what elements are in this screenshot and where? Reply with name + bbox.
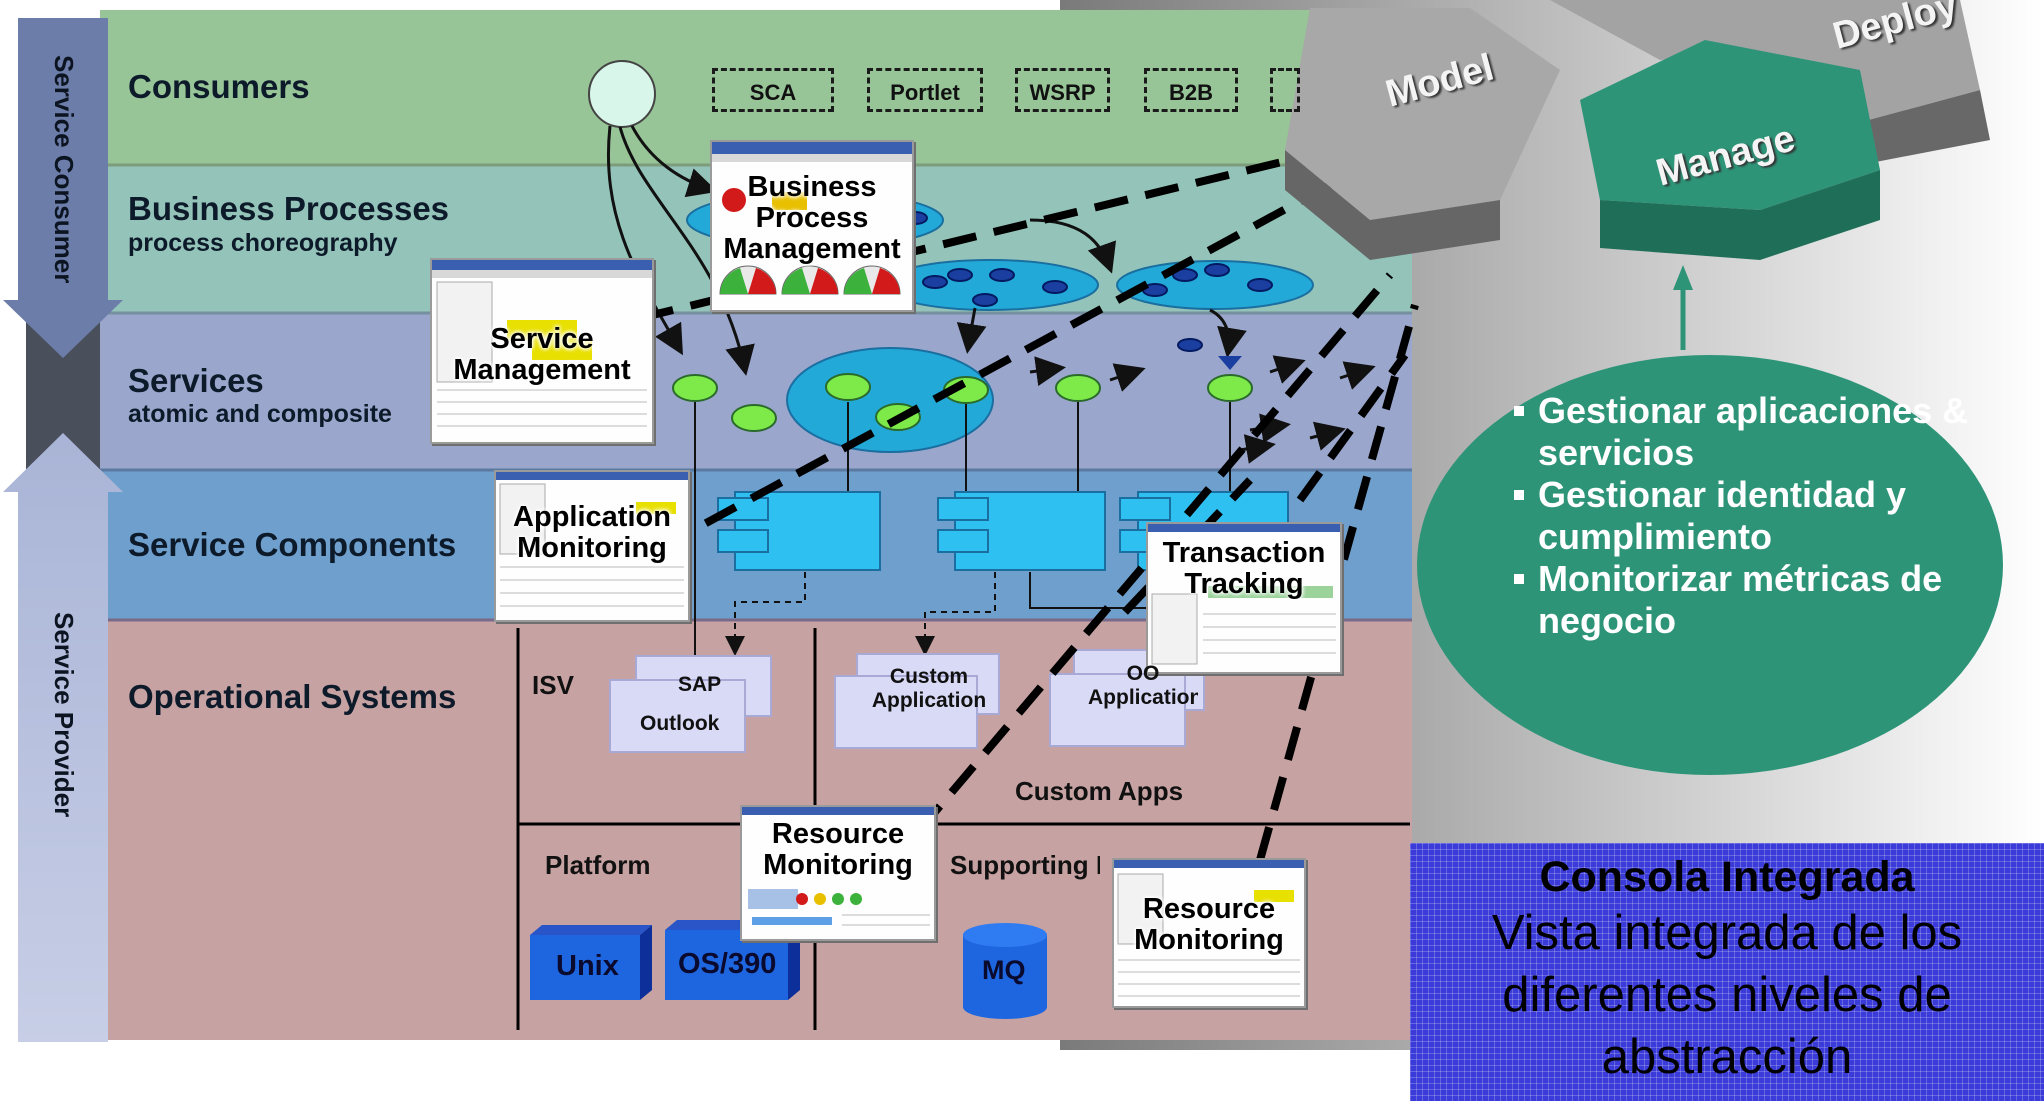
platform-label: Platform: [545, 850, 651, 880]
services-sub: atomic and composite: [128, 400, 392, 428]
oo-application-text: OO Application: [1088, 662, 1198, 709]
app-monitoring-screenshot: Application Monitoring: [494, 470, 690, 622]
resource-monitoring-screenshot-1: Resource Monitoring: [740, 805, 936, 941]
service-management-title: Service Management: [453, 323, 631, 386]
protocol-wsrp: WSRP: [1015, 68, 1110, 112]
outlook-label: Outlook: [640, 712, 720, 735]
business-processes-sub: process choreography: [128, 229, 398, 257]
protocol-more: [1270, 68, 1300, 112]
manage-oval: [1417, 355, 2003, 775]
custom-application-label: Custom Application: [871, 665, 987, 712]
console-body: Vista integrada de los diferentes nivele…: [1491, 906, 1963, 1084]
service-consumer-label: Service Consumer: [49, 55, 79, 284]
sap-label: SAP: [678, 673, 722, 696]
protocol-b2b: B2B: [1144, 68, 1238, 112]
manage-point: Monitorizar métricas de negocio: [1510, 558, 2010, 642]
resource-monitoring-screenshot-2: Resource Monitoring: [1112, 858, 1306, 1008]
integrated-console-box: Consola Integrada Vista integrada de los…: [1410, 843, 2044, 1101]
manage-point: Gestionar aplicaciones & servicios: [1510, 390, 2010, 474]
operational-systems-label: Operational Systems: [128, 678, 457, 715]
console-title: Consola Integrada: [1539, 853, 1915, 901]
mq-label: MQ: [982, 955, 1026, 985]
protocol-portlet: Portlet: [867, 68, 983, 112]
resource-monitoring-title-2: Resource Monitoring: [1134, 893, 1284, 956]
consumers-band: [100, 10, 1412, 165]
supporting-middleware-label: Supporting Middleware: [950, 850, 1100, 880]
bpm-title: Business Process Management: [723, 171, 901, 265]
resource-monitoring-title-1: Resource Monitoring: [763, 818, 913, 881]
unix-label: Unix: [556, 950, 619, 982]
manage-point: Gestionar identidad y cumplimiento: [1510, 474, 2010, 558]
protocol-sca: SCA: [712, 68, 834, 112]
service-management-screenshot: Service Management: [430, 258, 654, 444]
manage-points-list: Gestionar aplicaciones & servicios Gesti…: [1510, 390, 2010, 642]
services-label: Services: [128, 362, 264, 399]
bpm-screenshot: Business Process Management: [710, 140, 914, 312]
custom-apps-label: Custom Apps: [1015, 776, 1184, 806]
app-monitoring-title: Application Monitoring: [513, 501, 671, 564]
transaction-tracking-title: Transaction Tracking: [1162, 537, 1326, 600]
hexagon-tiles: [1285, 0, 1990, 260]
isv-label: ISV: [532, 670, 574, 700]
transaction-tracking-screenshot: Transaction Tracking: [1146, 522, 1342, 674]
os390-label: OS/390: [678, 948, 777, 980]
consumer-node: [588, 60, 656, 128]
service-components-label: Service Components: [128, 526, 457, 563]
business-processes-label: Business Processes: [128, 190, 450, 227]
service-provider-label: Service Provider: [49, 612, 79, 818]
provider-arrow: [3, 433, 123, 1042]
oo-application-label: OO Application: [1088, 662, 1198, 712]
consumer-arrow: [3, 18, 123, 358]
consumers-label: Consumers: [128, 68, 310, 105]
